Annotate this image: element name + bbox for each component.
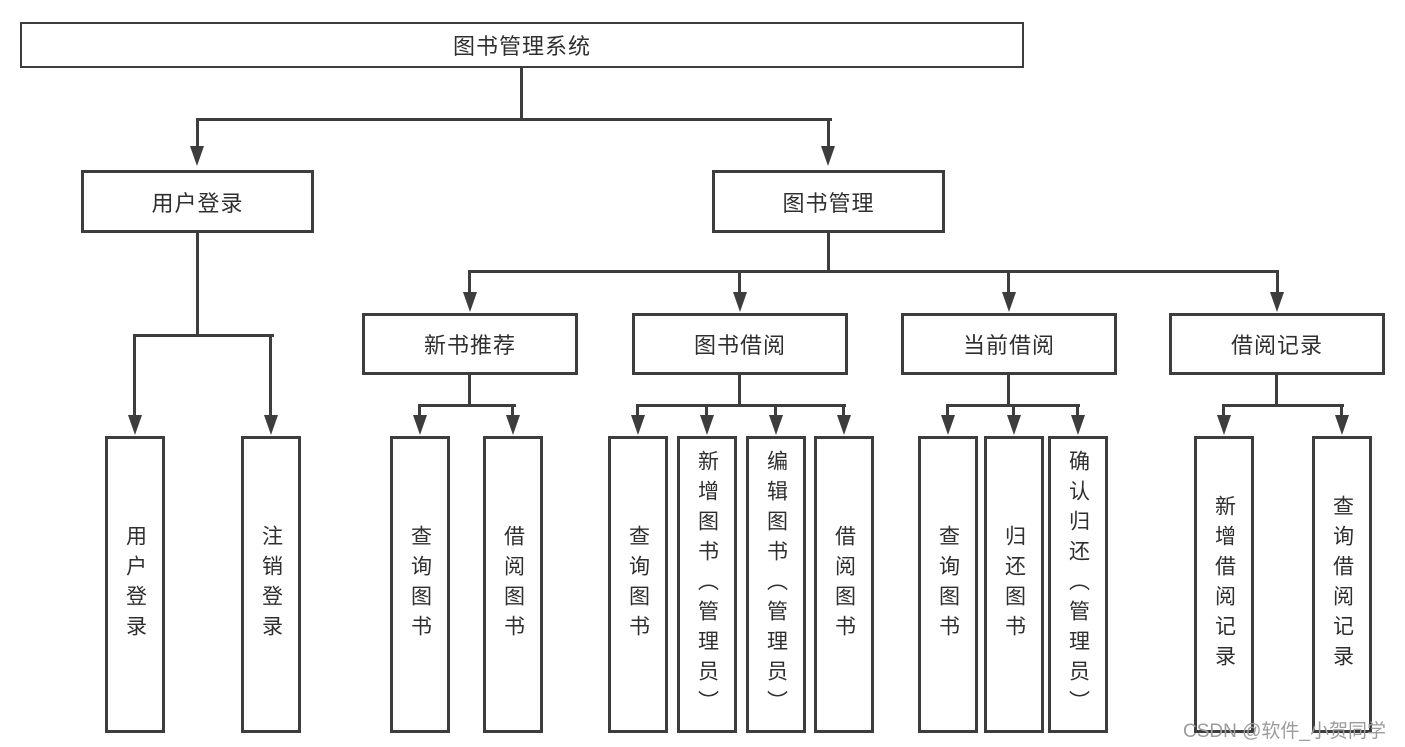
connector-line [1007,375,1010,407]
leaf-label: 查询图书 [936,524,960,645]
connector-line [133,334,274,337]
connector-line [827,118,830,149]
leaf-label: 新增图书（管理员） [695,449,719,720]
connector-line [774,404,777,419]
connector-line [418,404,516,407]
leaf-label: 借阅图书 [832,524,856,645]
connector-line [1222,404,1344,407]
arrowhead-down [413,415,427,435]
connector-line [1007,270,1010,295]
csdn-watermark: CSDN @软件_小贺同学 [1183,721,1386,742]
connector-line [636,404,846,407]
connector-line [1275,375,1278,407]
connector-line [418,404,421,419]
arrowhead-down [1335,415,1349,435]
leaf-label: 借阅图书 [501,524,525,645]
leaf-query-books-recommend: 查询图书 [390,436,450,733]
connector-line [1222,404,1225,419]
arrowhead-down [1270,292,1284,312]
node-current-borrowing: 当前借阅 [901,313,1117,375]
leaf-user-login: 用户登录 [105,436,165,733]
leaf-label: 新增借阅记录 [1212,494,1236,675]
node-book-management: 图书管理 [712,170,945,233]
arrowhead-down [128,415,142,435]
connector-line [636,404,639,419]
arrowhead-down [1071,415,1085,435]
leaf-return-books: 归还图书 [984,436,1044,733]
arrowhead-down [463,292,477,312]
leaf-label: 用户登录 [123,524,147,645]
connector-line [269,334,272,419]
connector-line [468,270,1279,273]
connector-line [1076,404,1079,419]
node-user-login: 用户登录 [81,170,314,233]
leaf-add-borrow-record: 新增借阅记录 [1194,436,1254,733]
leaf-query-borrow-record: 查询借阅记录 [1312,436,1372,733]
leaf-borrow-books: 借阅图书 [814,436,874,733]
leaf-label: 归还图书 [1002,524,1026,645]
connector-line [738,270,741,295]
arrowhead-down [769,415,783,435]
connector-line [133,334,136,419]
leaf-label: 注销登录 [259,524,283,645]
connector-line [1276,270,1279,295]
node-new-book-recommendation: 新书推荐 [362,313,578,375]
node-label: 图书借阅 [693,333,786,358]
connector-line [1340,404,1343,419]
arrowhead-down [1007,415,1021,435]
arrowhead-down [190,146,204,166]
arrowhead-down [821,146,835,166]
node-label: 图书管理 [782,190,875,216]
node-label: 借阅记录 [1230,333,1323,358]
node-label: 当前借阅 [962,333,1055,358]
arrowhead-down [733,292,747,312]
connector-line [196,118,832,121]
connector-line [196,118,199,149]
connector-line [842,404,845,419]
leaf-label: 编辑图书（管理员） [764,449,788,720]
leaf-logout: 注销登录 [241,436,301,733]
arrowhead-down [837,415,851,435]
leaf-edit-books-admin: 编辑图书（管理员） [746,436,806,733]
connector-line [196,233,199,337]
node-borrowing-records: 借阅记录 [1169,313,1385,375]
arrowhead-down [941,415,955,435]
connector-line [520,67,523,121]
connector-line [468,270,471,295]
leaf-label: 查询借阅记录 [1330,494,1354,675]
connector-line [468,375,471,407]
node-label: 新书推荐 [423,333,516,358]
leaf-query-books-borrowing: 查询图书 [608,436,668,733]
arrowhead-down [631,415,645,435]
connector-line [827,233,830,273]
arrowhead-down [264,415,278,435]
arrowhead-down [700,415,714,435]
leaf-borrow-books-recommend: 借阅图书 [483,436,543,733]
leaf-add-books-admin: 新增图书（管理员） [677,436,737,733]
leaf-label: 查询图书 [408,524,432,645]
connector-line [738,375,741,407]
leaf-confirm-return-admin: 确认归还（管理员） [1048,436,1108,733]
node-label: 用户登录 [151,190,244,216]
arrowhead-down [1217,415,1231,435]
connector-line [511,404,514,419]
node-root-library-management-system: 图书管理系统 [20,22,1024,68]
node-label: 图书管理系统 [452,34,591,59]
connector-line [1012,404,1015,419]
leaf-label: 确认归还（管理员） [1066,449,1090,720]
leaf-label: 查询图书 [626,524,650,645]
arrowhead-down [1002,292,1016,312]
connector-line [946,404,949,419]
leaf-query-books-current: 查询图书 [918,436,978,733]
arrowhead-down [506,415,520,435]
node-book-borrowing: 图书借阅 [632,313,848,375]
connector-line [705,404,708,419]
